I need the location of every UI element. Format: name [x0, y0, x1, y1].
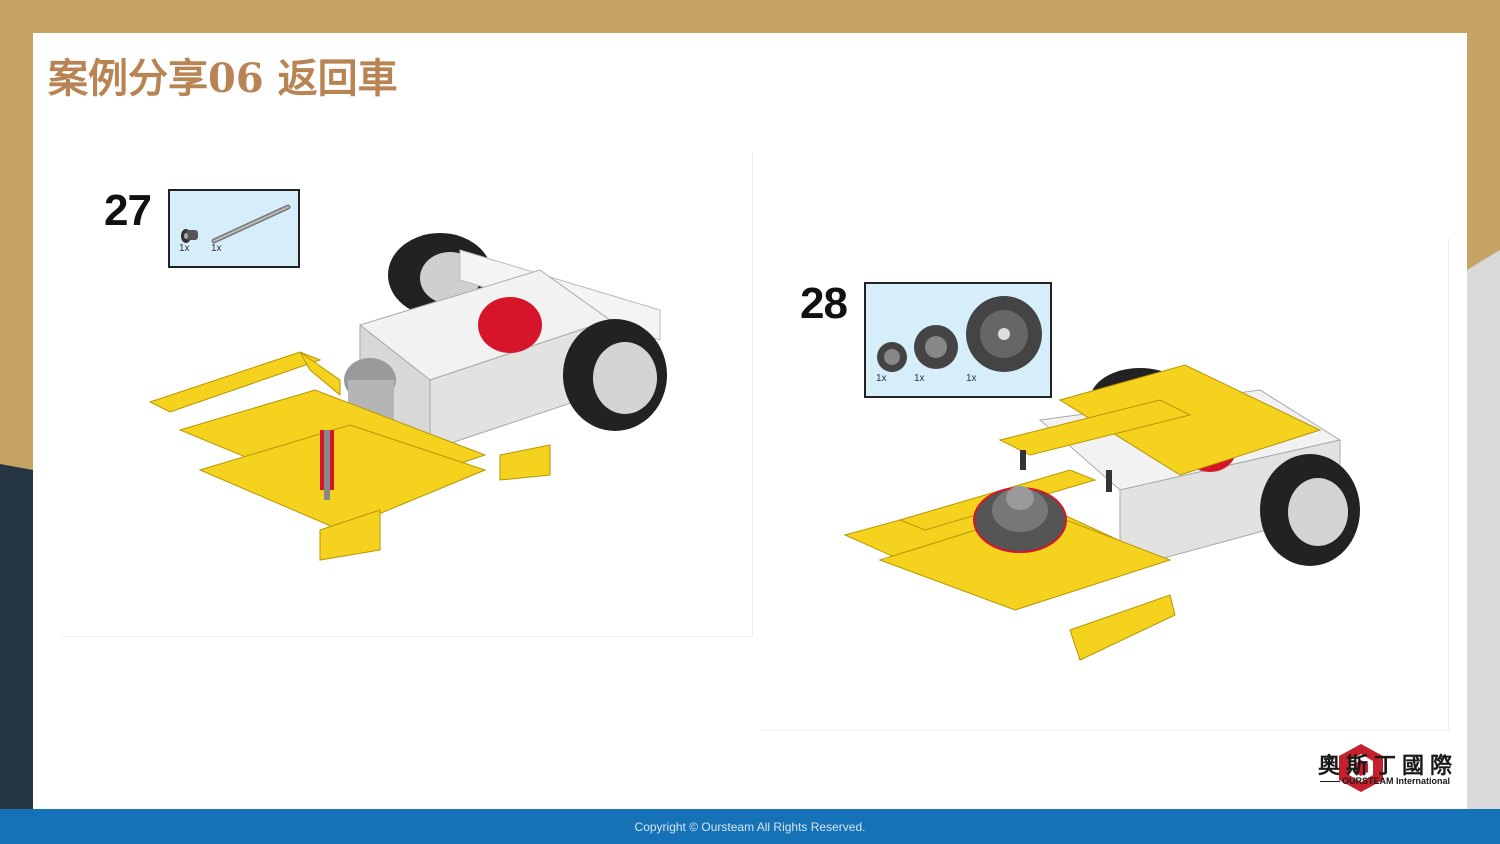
- footer-bar: [0, 809, 1500, 844]
- parts-list-box: 1x 1x: [168, 189, 300, 268]
- part-quantity: 1x: [966, 373, 977, 384]
- part-quantity: 1x: [914, 373, 925, 384]
- part-quantity: 1x: [179, 243, 190, 254]
- bush-piece-icon: [181, 229, 198, 243]
- parts-list-box: 1x 1x 1x: [864, 282, 1052, 398]
- logo-divider: [1320, 781, 1340, 782]
- step-number: 28: [800, 279, 848, 328]
- step-number: 27: [104, 186, 152, 235]
- small-gear-icon: [877, 342, 907, 372]
- part-quantity: 1x: [876, 373, 887, 384]
- step-28-model-illustration: [843, 364, 1360, 661]
- large-gear-icon: [966, 296, 1042, 372]
- logo-name-english: OURSTEAM International: [1342, 776, 1451, 786]
- axle-icon: [211, 204, 291, 244]
- part-quantity: 1x: [211, 243, 222, 254]
- logo-name-chinese: 奧斯丁國際: [1318, 754, 1459, 779]
- step-27-model-illustration: [148, 233, 667, 561]
- footer-copyright: Copyright © Oursteam All Rights Reserved…: [634, 820, 866, 834]
- medium-gear-icon: [914, 325, 958, 369]
- slide-title: 案例分享06 返回車: [48, 55, 398, 102]
- oursteam-logo-icon: [1339, 744, 1383, 792]
